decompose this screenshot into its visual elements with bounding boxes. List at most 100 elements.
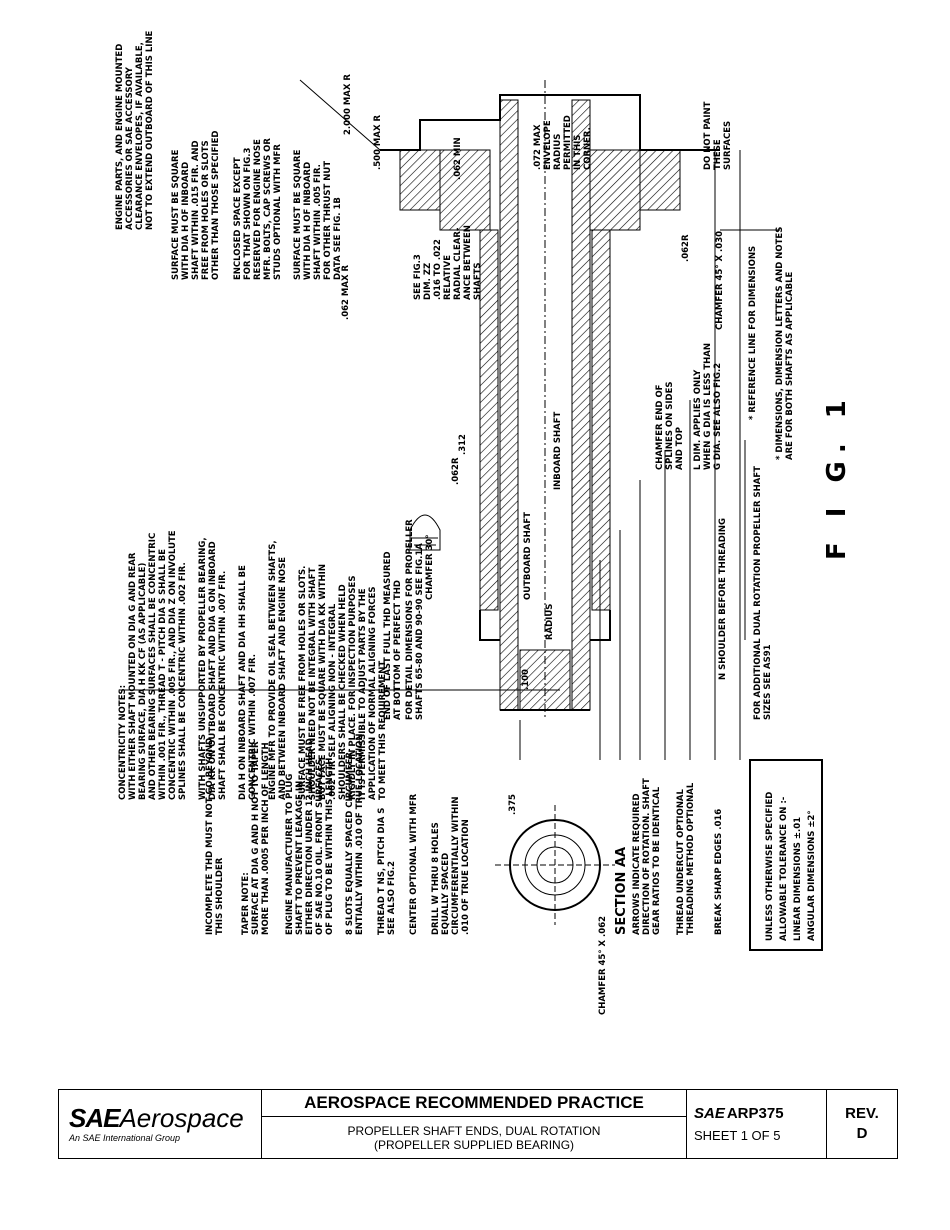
svg-text:FOR ADDITIONAL DUAL ROTATION P: FOR ADDITIONAL DUAL ROTATION PROPELLER S… [753, 466, 763, 720]
svg-text:CHAMFER END OF: CHAMFER END OF [655, 384, 665, 470]
svg-text:RADIUS: RADIUS [553, 134, 563, 170]
sheet-number: SHEET 1 OF 5 [694, 1128, 781, 1143]
svg-text:BEARING SURFACE, DIA H KK CF (: BEARING SURFACE, DIA H KK CF (AS APPLICA… [138, 563, 148, 800]
svg-text:ACCESSORIES OR SAE ACCESSORY: ACCESSORIES OR SAE ACCESSORY [125, 66, 135, 230]
svg-text:RADIUS: RADIUS [545, 604, 555, 640]
svg-text:WITH EITHER SHAFT MOUNTED ON D: WITH EITHER SHAFT MOUNTED ON DIA G AND R… [128, 552, 138, 800]
svg-text:SHAFT WITHIN .005 FIR.: SHAFT WITHIN .005 FIR. [313, 164, 323, 280]
title-cell: AEROSPACE RECOMMENDED PRACTICE PROPELLER… [262, 1090, 687, 1158]
doc-number-value: ARP375 [726, 1105, 784, 1122]
svg-text:LINEAR DIMENSIONS ±.01: LINEAR DIMENSIONS ±.01 [793, 817, 803, 941]
svg-text:TO MEET THIS REQUIREMENT: TO MEET THIS REQUIREMENT [378, 661, 388, 800]
svg-text:THREADING METHOD OPTIONAL: THREADING METHOD OPTIONAL [686, 782, 696, 935]
svg-text:ENGINE MANUFACTURER TO PLUG: ENGINE MANUFACTURER TO PLUG [285, 774, 295, 935]
svg-text:AT BOTTOM OF PERFECT THD: AT BOTTOM OF PERFECT THD [393, 580, 403, 720]
svg-text:SEE FIG.3: SEE FIG.3 [413, 254, 423, 300]
svg-text:ANCE BETWEEN: ANCE BETWEEN [463, 225, 473, 300]
svg-text:MFR. BOLTS, CAP SCREWS OR: MFR. BOLTS, CAP SCREWS OR [263, 138, 273, 280]
svg-text:THREAD UNDERCUT OPTIONAL: THREAD UNDERCUT OPTIONAL [676, 788, 686, 935]
svg-text:THIS SHOULDER: THIS SHOULDER [215, 857, 225, 935]
svg-text:.500 MAX R: .500 MAX R [373, 115, 383, 170]
surface-square-note: SURFACE MUST BE SQUARE WITH DIA H OF INB… [171, 131, 221, 280]
svg-text:SURFACE MUST BE FREE FROM HOLE: SURFACE MUST BE FREE FROM HOLES OR SLOTS… [298, 566, 308, 800]
svg-text:SPLINES ON SIDES: SPLINES ON SIDES [665, 382, 675, 471]
svg-text:.072 MAX: .072 MAX [533, 124, 543, 170]
svg-text:.016 TO .022: .016 TO .022 [433, 239, 443, 300]
tolerance-box: UNLESS OTHERWISE SPECIFIED ALLOWABLE TOL… [765, 792, 817, 941]
thread-note: END OF LAST FULL THD MEASURED AT BOTTOM … [383, 519, 435, 720]
rev-label: REV. [845, 1105, 879, 1122]
svg-text:RIGIDLY IN PLACE. FOR INSPECTI: RIGIDLY IN PLACE. FOR INSPECTION PURPOSE… [348, 576, 358, 800]
svg-text:SURFACES: SURFACES [723, 121, 733, 170]
section-notes: SECTION AA ARROWS INDICATE REQUIRED DIRE… [508, 778, 724, 1015]
svg-text:FREE FROM HOLES OR SLOTS: FREE FROM HOLES OR SLOTS [201, 140, 211, 280]
logo-bold: SAE [69, 1103, 120, 1133]
title-block: SAEAerospace An SAE International Group … [58, 1089, 898, 1159]
tolerance-box-frame [749, 759, 823, 951]
svg-text:SURFACE AT DIA G AND H NOT TO: SURFACE AT DIA G AND H NOT TO TAPER [251, 741, 261, 935]
svg-text:.062 MIN: .062 MIN [453, 137, 463, 180]
svg-text:OUTBOARD SHAFT: OUTBOARD SHAFT [523, 512, 533, 600]
svg-text:WHEN G DIA IS LESS THAN: WHEN G DIA IS LESS THAN [703, 343, 713, 470]
envelope-note: .072 MAX ENVELOPE RADIUS PERMITTED IN TH… [533, 115, 593, 170]
svg-text:ENTIALLY WITHIN .010 OF TRUE L: ENTIALLY WITHIN .010 OF TRUE LOCATION [355, 734, 365, 936]
svg-text:DIA H ON INBOARD SHAFT AND DIA: DIA H ON INBOARD SHAFT AND DIA HH SHALL … [238, 565, 248, 800]
svg-text:RELATIVE: RELATIVE [443, 255, 453, 300]
svg-text:CENTER OPTIONAL WITH MFR: CENTER OPTIONAL WITH MFR [409, 793, 419, 935]
svg-text:THESE: THESE [713, 139, 723, 170]
svg-text:ENGINE MFR TO PROVIDE OIL SEAL: ENGINE MFR TO PROVIDE OIL SEAL BETWEEN S… [268, 540, 278, 800]
do-not-paint-note: DO NOT PAINT THESE SURFACES [703, 101, 733, 170]
revision-cell: REV. D [827, 1090, 897, 1158]
svg-text:CHAMFER 45° X .062: CHAMFER 45° X .062 [598, 916, 608, 1015]
svg-text:ENCLOSED SPACE EXCEPT: ENCLOSED SPACE EXCEPT [233, 157, 243, 280]
shaft-assembly [120, 79, 823, 951]
inboard-wall-right [591, 229, 611, 611]
svg-text:DIM. ZZ: DIM. ZZ [423, 263, 433, 300]
svg-text:SHOULDERS SHALL BE CHECKED WHE: SHOULDERS SHALL BE CHECKED WHEN HELD [338, 584, 348, 800]
svg-text:SPLINES SHALL BE CONCENTRIC WI: SPLINES SHALL BE CONCENTRIC WITHIN .002 … [178, 562, 188, 800]
svg-text:.062R: .062R [451, 457, 461, 485]
svg-text:ANGULAR DIMENSIONS ±2°: ANGULAR DIMENSIONS ±2° [807, 810, 817, 941]
svg-text:PERMITTED: PERMITTED [563, 115, 573, 170]
svg-text:SHAFTS: SHAFTS [473, 262, 483, 300]
surface-square-2: SURFACE MUST BE SQUARE WITH DIA H OF INB… [293, 149, 351, 320]
title-line-1: PROPELLER SHAFT ENDS, DUAL ROTATION [347, 1123, 601, 1138]
svg-text:DO NOT PAINT: DO NOT PAINT [703, 101, 713, 170]
svg-text:.062 MAX R: .062 MAX R [341, 265, 351, 320]
svg-text:CONCENTRIC WITHIN .005 FIR., A: CONCENTRIC WITHIN .005 FIR., AND DIA Z O… [168, 530, 178, 800]
svg-text:.062R: .062R [681, 234, 691, 262]
svg-text:.375: .375 [508, 794, 518, 815]
svg-text:.312: .312 [458, 434, 468, 455]
chamfer-030: CHAMFER 45° X .030 [715, 231, 725, 330]
svg-text:CHAMFER 45° X .030: CHAMFER 45° X .030 [715, 231, 725, 330]
svg-text:THREAD T NS, PITCH DIA S: THREAD T NS, PITCH DIA S [377, 808, 387, 935]
bottom-notes: FOR ADDITIONAL DUAL ROTATION PROPELLER S… [718, 246, 773, 720]
svg-text:WITHIN .001 FIR., THREAD T - P: WITHIN .001 FIR., THREAD T - PITCH DIA S… [158, 549, 168, 800]
svg-text:SHAFT SHALL BE CONCENTRIC WITH: SHAFT SHALL BE CONCENTRIC WITHIN .007 FI… [218, 571, 228, 800]
figure-label: F I G. 1 [822, 392, 852, 560]
engine-parts-note: ENGINE PARTS, AND ENGINE MOUNTED ACCESSO… [115, 30, 155, 230]
svg-text:WITH SHAFTS UNSUPPORTED BY PRO: WITH SHAFTS UNSUPPORTED BY PROPELLER BEA… [198, 537, 208, 800]
svg-text:DRILL W THRU 8 HOLES: DRILL W THRU 8 HOLES [431, 822, 441, 935]
svg-text:DATA SEE FIG. 1B: DATA SEE FIG. 1B [333, 197, 343, 280]
svg-text:.002 FIR SELF ALIGNING NON - I: .002 FIR SELF ALIGNING NON - INTEGRAL [328, 603, 338, 800]
svg-text:F I G. 1: F I G. 1 [822, 392, 852, 560]
svg-text:INCOMPLETE THD MUST NOT GO BEY: INCOMPLETE THD MUST NOT GO BEYOND [205, 738, 215, 935]
outboard-wall-right [571, 99, 591, 711]
svg-text:SURFACE MUST BE SQUARE: SURFACE MUST BE SQUARE [293, 149, 303, 280]
svg-text:8 SLOTS EQUALLY SPACED CIRCUMF: 8 SLOTS EQUALLY SPACED CIRCUMFER- [345, 748, 355, 935]
svg-text:APPLICATION OF NORMAL ALIGNING: APPLICATION OF NORMAL ALIGNING FORCES [368, 586, 378, 800]
svg-text:SHAFT WITHIN .015 FIR. AND: SHAFT WITHIN .015 FIR. AND [191, 140, 201, 280]
svg-text:.010 OF TRUE LOCATION: .010 OF TRUE LOCATION [461, 819, 471, 935]
svg-text:CIRCUMFERENTIALLY WITHIN: CIRCUMFERENTIALLY WITHIN [451, 796, 461, 935]
enclosed-space-note: ENCLOSED SPACE EXCEPT FOR THAT SHOWN ON … [233, 138, 283, 280]
nose-hatch-left [399, 149, 441, 211]
svg-text:TAPER NOTE:: TAPER NOTE: [241, 872, 251, 935]
shaft-hatch-1 [439, 149, 491, 231]
inboard-wall-left [479, 229, 499, 611]
dimensions-note: * DIMENSIONS, DIMENSION LETTERS AND NOTE… [775, 227, 795, 460]
doc-prefix: SAE [694, 1105, 725, 1122]
svg-text:RADIAL CLEAR-: RADIAL CLEAR- [453, 227, 463, 300]
